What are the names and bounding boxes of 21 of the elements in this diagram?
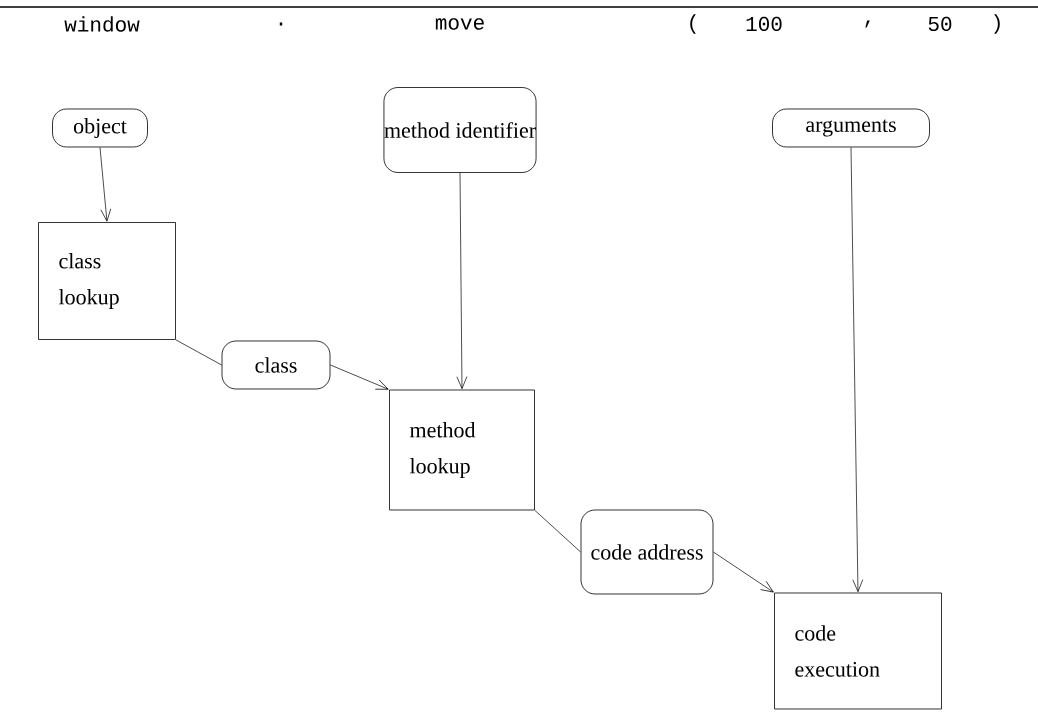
- code-token: 100: [746, 16, 782, 32]
- arrow: [850, 147, 864, 593]
- rounded-box: object: [52, 108, 148, 148]
- process-box: code execution: [774, 592, 942, 710]
- process-box: class lookup: [38, 222, 176, 340]
- code-token: ,: [865, 20, 870, 28]
- rounded-box: method identifier: [383, 87, 537, 173]
- code-token: (: [690, 14, 696, 34]
- code-token: 50: [928, 16, 952, 32]
- code-token: move: [435, 18, 484, 30]
- code-token: window: [64, 16, 140, 32]
- process-box: method lookup: [389, 389, 535, 511]
- rounded-box: arguments: [772, 108, 930, 148]
- code-token: ): [994, 14, 1000, 34]
- arrow: [456, 172, 468, 390]
- arrow: [99, 147, 112, 222]
- rounded-box: class: [221, 340, 331, 390]
- arrow: [330, 364, 389, 390]
- arrow: [713, 551, 774, 593]
- code-token: .: [279, 22, 283, 26]
- rounded-box: code address: [580, 509, 714, 595]
